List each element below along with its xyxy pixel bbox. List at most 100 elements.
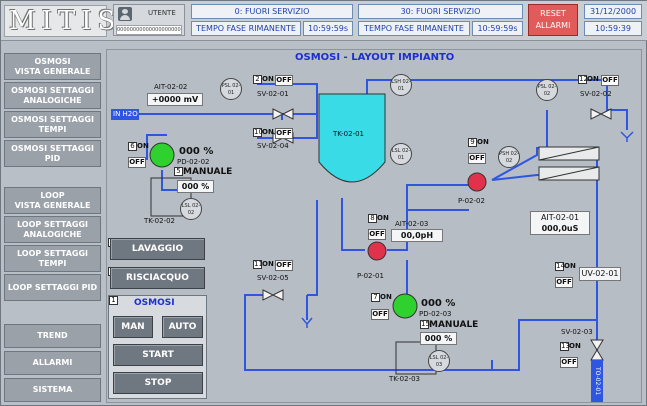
nav-loop-analogiche[interactable]: LOOP SETTAGGI ANALOGICHE xyxy=(4,216,101,243)
sv-02-01-on: ON xyxy=(262,75,274,83)
user-value: 0000000000000000000000 xyxy=(116,25,182,35)
status-right-phase-label: TEMPO FASE RIMANENTE xyxy=(358,21,470,36)
pd-02-02-percent: 000 % xyxy=(179,146,214,157)
tank-tk-02-01-tag: TK-02-01 xyxy=(333,130,364,138)
date-display: 31/12/2000 xyxy=(584,4,642,19)
lsl-02-01-instrument: LSL 02-01 xyxy=(390,143,412,165)
start-button[interactable]: START xyxy=(113,344,203,366)
num-2: 2 xyxy=(253,75,262,84)
num-10: 10 xyxy=(253,128,263,137)
pd-02-02-value[interactable]: 000 % xyxy=(177,180,214,193)
status-left-phase-time: 10:59:59s xyxy=(303,21,353,36)
tk-02-03-tag: TK-02-03 xyxy=(389,375,420,383)
num-15: 15 xyxy=(420,320,430,329)
tk-02-02-tag: TK-02-02 xyxy=(144,217,175,225)
reset-alarms-button[interactable]: RESET ALLARMI xyxy=(528,4,578,36)
pd-02-02-tag: PD-02-02 xyxy=(177,158,210,166)
nav-osmosi-tempi[interactable]: OSMOSI SETTAGGI TEMPI xyxy=(4,111,101,138)
pd-02-03-percent: 000 % xyxy=(421,298,456,309)
uv-02-01-on: ON xyxy=(564,262,576,270)
pd-02-02-mode: MANUALE xyxy=(183,167,233,177)
num-13: 13 xyxy=(560,342,570,351)
nav-sistema[interactable]: SISTEMA xyxy=(4,378,101,402)
num-11: 11 xyxy=(253,260,263,269)
pd-02-02-on: ON xyxy=(137,142,149,150)
uv-02-01-off-button[interactable]: OFF xyxy=(555,277,573,288)
p-02-01-tag: P-02-01 xyxy=(357,272,384,280)
pd-02-02-off-button[interactable]: OFF xyxy=(128,157,146,168)
num-12: 12 xyxy=(578,75,588,84)
user-label: UTENTE xyxy=(148,9,176,17)
lsh-02-01-instrument: LSH 02-01 xyxy=(390,74,412,96)
nav-allarmi[interactable]: ALLARMI xyxy=(4,351,101,375)
num-5: 5 xyxy=(174,167,183,176)
p-02-01-on: ON xyxy=(377,214,389,222)
sv-02-04-off-button[interactable]: OFF xyxy=(275,128,293,139)
status-right-title: 30: FUORI SERVIZIO xyxy=(358,4,523,19)
num-7: 7 xyxy=(371,293,380,302)
status-left-phase-label: TEMPO FASE RIMANENTE xyxy=(191,21,301,36)
status-right-phase-time: 10:59:59s xyxy=(472,21,523,36)
auto-button[interactable]: AUTO xyxy=(162,316,203,338)
num-14: 14 xyxy=(555,262,565,271)
risciacquo-button[interactable]: RISCIACQUO xyxy=(110,267,205,289)
uv-02-01-tag: UV-02-01 xyxy=(579,267,621,281)
ait-02-01-tag: AIT-02-01 xyxy=(540,213,580,222)
p-02-02-on: ON xyxy=(477,138,489,146)
sv-02-05-tag: SV-02-05 xyxy=(257,274,289,282)
osmosi-panel-title: OSMOSI xyxy=(134,298,175,308)
sv-02-03-on: ON xyxy=(569,342,581,350)
p-02-02-tag: P-02-02 xyxy=(458,197,485,205)
nav-loop-tempi[interactable]: LOOP SETTAGGI TEMPI xyxy=(4,245,101,272)
ait-02-01-value: 000,0uS xyxy=(541,224,579,233)
sv-02-04-on: ON xyxy=(262,128,274,136)
sv-02-05-off-button[interactable]: OFF xyxy=(275,260,293,271)
p-02-01-off-button[interactable]: OFF xyxy=(368,229,386,240)
sv-02-03-off-button[interactable]: OFF xyxy=(560,357,578,368)
sv-02-01-off-button[interactable]: OFF xyxy=(275,75,293,86)
sv-02-01-tag: SV-02-01 xyxy=(257,90,289,98)
psh-02-02-instrument: PSH 02-02 xyxy=(498,146,520,168)
page-title: OSMOSI - LAYOUT IMPIANTO xyxy=(295,52,455,63)
pd-02-03-on: ON xyxy=(380,293,392,301)
psl-02-01-instrument: PSL 02-01 xyxy=(220,78,242,100)
pd-02-03-mode: MANUALE xyxy=(429,320,479,330)
inlet-h2o-label: IN H2O xyxy=(111,109,139,120)
pd-02-03-value[interactable]: 000 % xyxy=(420,332,457,345)
nav-loop-pid[interactable]: LOOP SETTAGGI PID xyxy=(4,274,101,301)
nav-osmosi-pid[interactable]: OSMOSI SETTAGGI PID xyxy=(4,140,101,167)
to-02-01-outlet: TO-02-01 xyxy=(591,360,603,402)
pd-02-03-off-button[interactable]: OFF xyxy=(371,309,389,320)
osmosi-panel: 1 OSMOSI MAN AUTO START STOP xyxy=(108,295,207,399)
ait-02-03-tag: AIT-02-03 xyxy=(395,220,429,228)
stop-button[interactable]: STOP xyxy=(113,372,203,394)
sv-02-05-on: ON xyxy=(262,260,274,268)
process-layout: OSMOSI - LAYOUT IMPIANTO xyxy=(106,49,642,403)
num-1: 1 xyxy=(109,296,118,305)
nav-trend[interactable]: TREND xyxy=(4,324,101,348)
p-02-02-off-button[interactable]: OFF xyxy=(468,153,486,164)
lsl-02-03-instrument: LSL 02-03 xyxy=(428,350,450,372)
lsl-02-02-instrument: LSL 02-02 xyxy=(180,198,202,220)
num-8: 8 xyxy=(368,214,377,223)
psl-02-02-instrument: PSL 02-02 xyxy=(536,79,558,101)
nav-osmosi-analogiche[interactable]: OSMOSI SETTAGGI ANALOGICHE xyxy=(4,82,101,109)
sv-02-02-on: ON xyxy=(587,75,599,83)
sv-02-03-tag: SV-02-03 xyxy=(561,328,593,336)
man-button[interactable]: MAN xyxy=(113,316,153,338)
sv-02-02-off-button[interactable]: OFF xyxy=(601,75,619,86)
user-box[interactable]: UTENTE 0000000000000000000000 xyxy=(113,4,185,36)
lavaggio-button[interactable]: LAVAGGIO xyxy=(110,238,205,260)
piping-diagram xyxy=(137,79,634,400)
ait-02-01-display: AIT-02-01 000,0uS xyxy=(530,211,590,235)
ait-02-03-value: 00,0pH xyxy=(391,229,443,242)
num-9: 9 xyxy=(468,138,477,147)
nav-osmosi-vista[interactable]: OSMOSI VISTA GENERALE xyxy=(4,53,101,80)
sv-02-02-tag: SV-02-02 xyxy=(580,90,612,98)
pd-02-03-tag: PD-02-03 xyxy=(419,310,452,318)
sv-02-04-tag: SV-02-04 xyxy=(257,142,289,150)
logo: MITIS xyxy=(4,5,115,37)
header-bar: MITIS UTENTE 0000000000000000000000 0: F… xyxy=(1,1,647,41)
nav-loop-vista[interactable]: LOOP VISTA GENERALE xyxy=(4,187,101,214)
